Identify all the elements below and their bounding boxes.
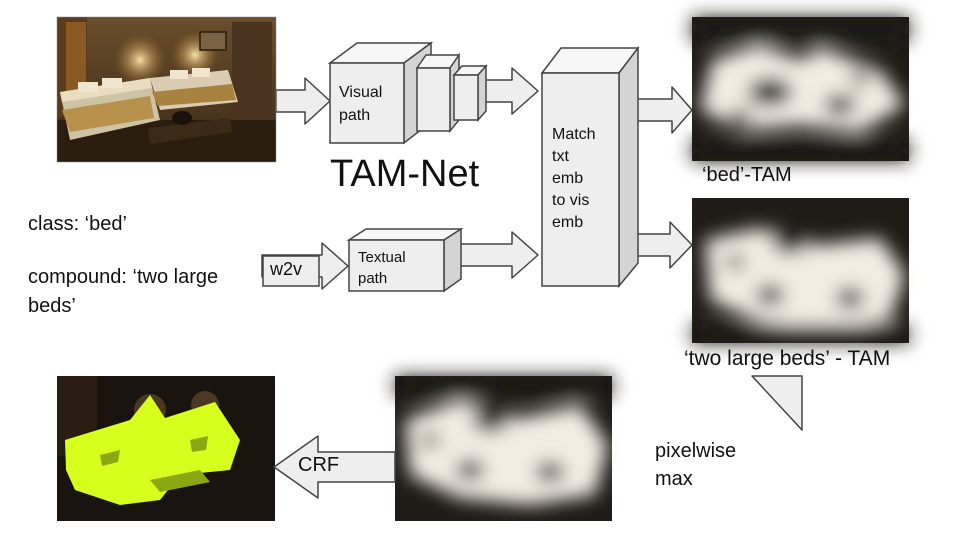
textual-path-label-line2: path — [358, 270, 388, 287]
pixelwise-label-line1: pixelwise — [655, 440, 737, 462]
crf-label: CRF — [298, 454, 340, 476]
class-label: class: ‘bed’ — [28, 213, 127, 235]
bed-tam-heatmap — [692, 17, 909, 161]
diagram-title: TAM-Net — [330, 153, 480, 195]
compound-label-line1: compound: ‘two large — [28, 266, 219, 288]
match-label: Match txt emb to vis emb — [552, 124, 596, 234]
w2v-block — [262, 255, 320, 287]
bed-tam-caption: ‘bed’-TAM — [702, 164, 792, 186]
arrow-textual-to-match — [451, 231, 539, 279]
match-line-2: txt — [552, 148, 569, 165]
pixelwise-max-heatmap — [395, 376, 612, 521]
match-line-5: emb — [552, 214, 584, 231]
match-line-1: Match — [552, 126, 596, 143]
arrow-crf — [273, 435, 396, 499]
compound-tam-caption: ‘two large beds’ - TAM — [684, 347, 891, 370]
visual-path-label-line1: Visual — [339, 84, 383, 101]
arrow-visual-to-match — [481, 67, 539, 115]
arrow-pixelwise-curved — [751, 375, 803, 431]
textual-path-block — [346, 227, 464, 293]
match-line-3: emb — [552, 170, 584, 187]
compound-tam-heatmap — [692, 198, 909, 343]
arrow-photo-to-visual — [275, 77, 331, 125]
w2v-label: w2v — [270, 259, 303, 279]
input-photo — [57, 17, 276, 162]
compound-label-line2: beds’ — [28, 295, 76, 317]
crf-segmentation-result — [57, 376, 275, 521]
textual-path-label-line1: Textual — [358, 249, 406, 266]
visual-path-block — [327, 41, 488, 145]
pixelwise-label-line2: max — [655, 468, 693, 490]
match-block — [540, 45, 640, 289]
match-line-4: to vis — [552, 192, 590, 209]
visual-path-label-line2: path — [339, 107, 371, 124]
